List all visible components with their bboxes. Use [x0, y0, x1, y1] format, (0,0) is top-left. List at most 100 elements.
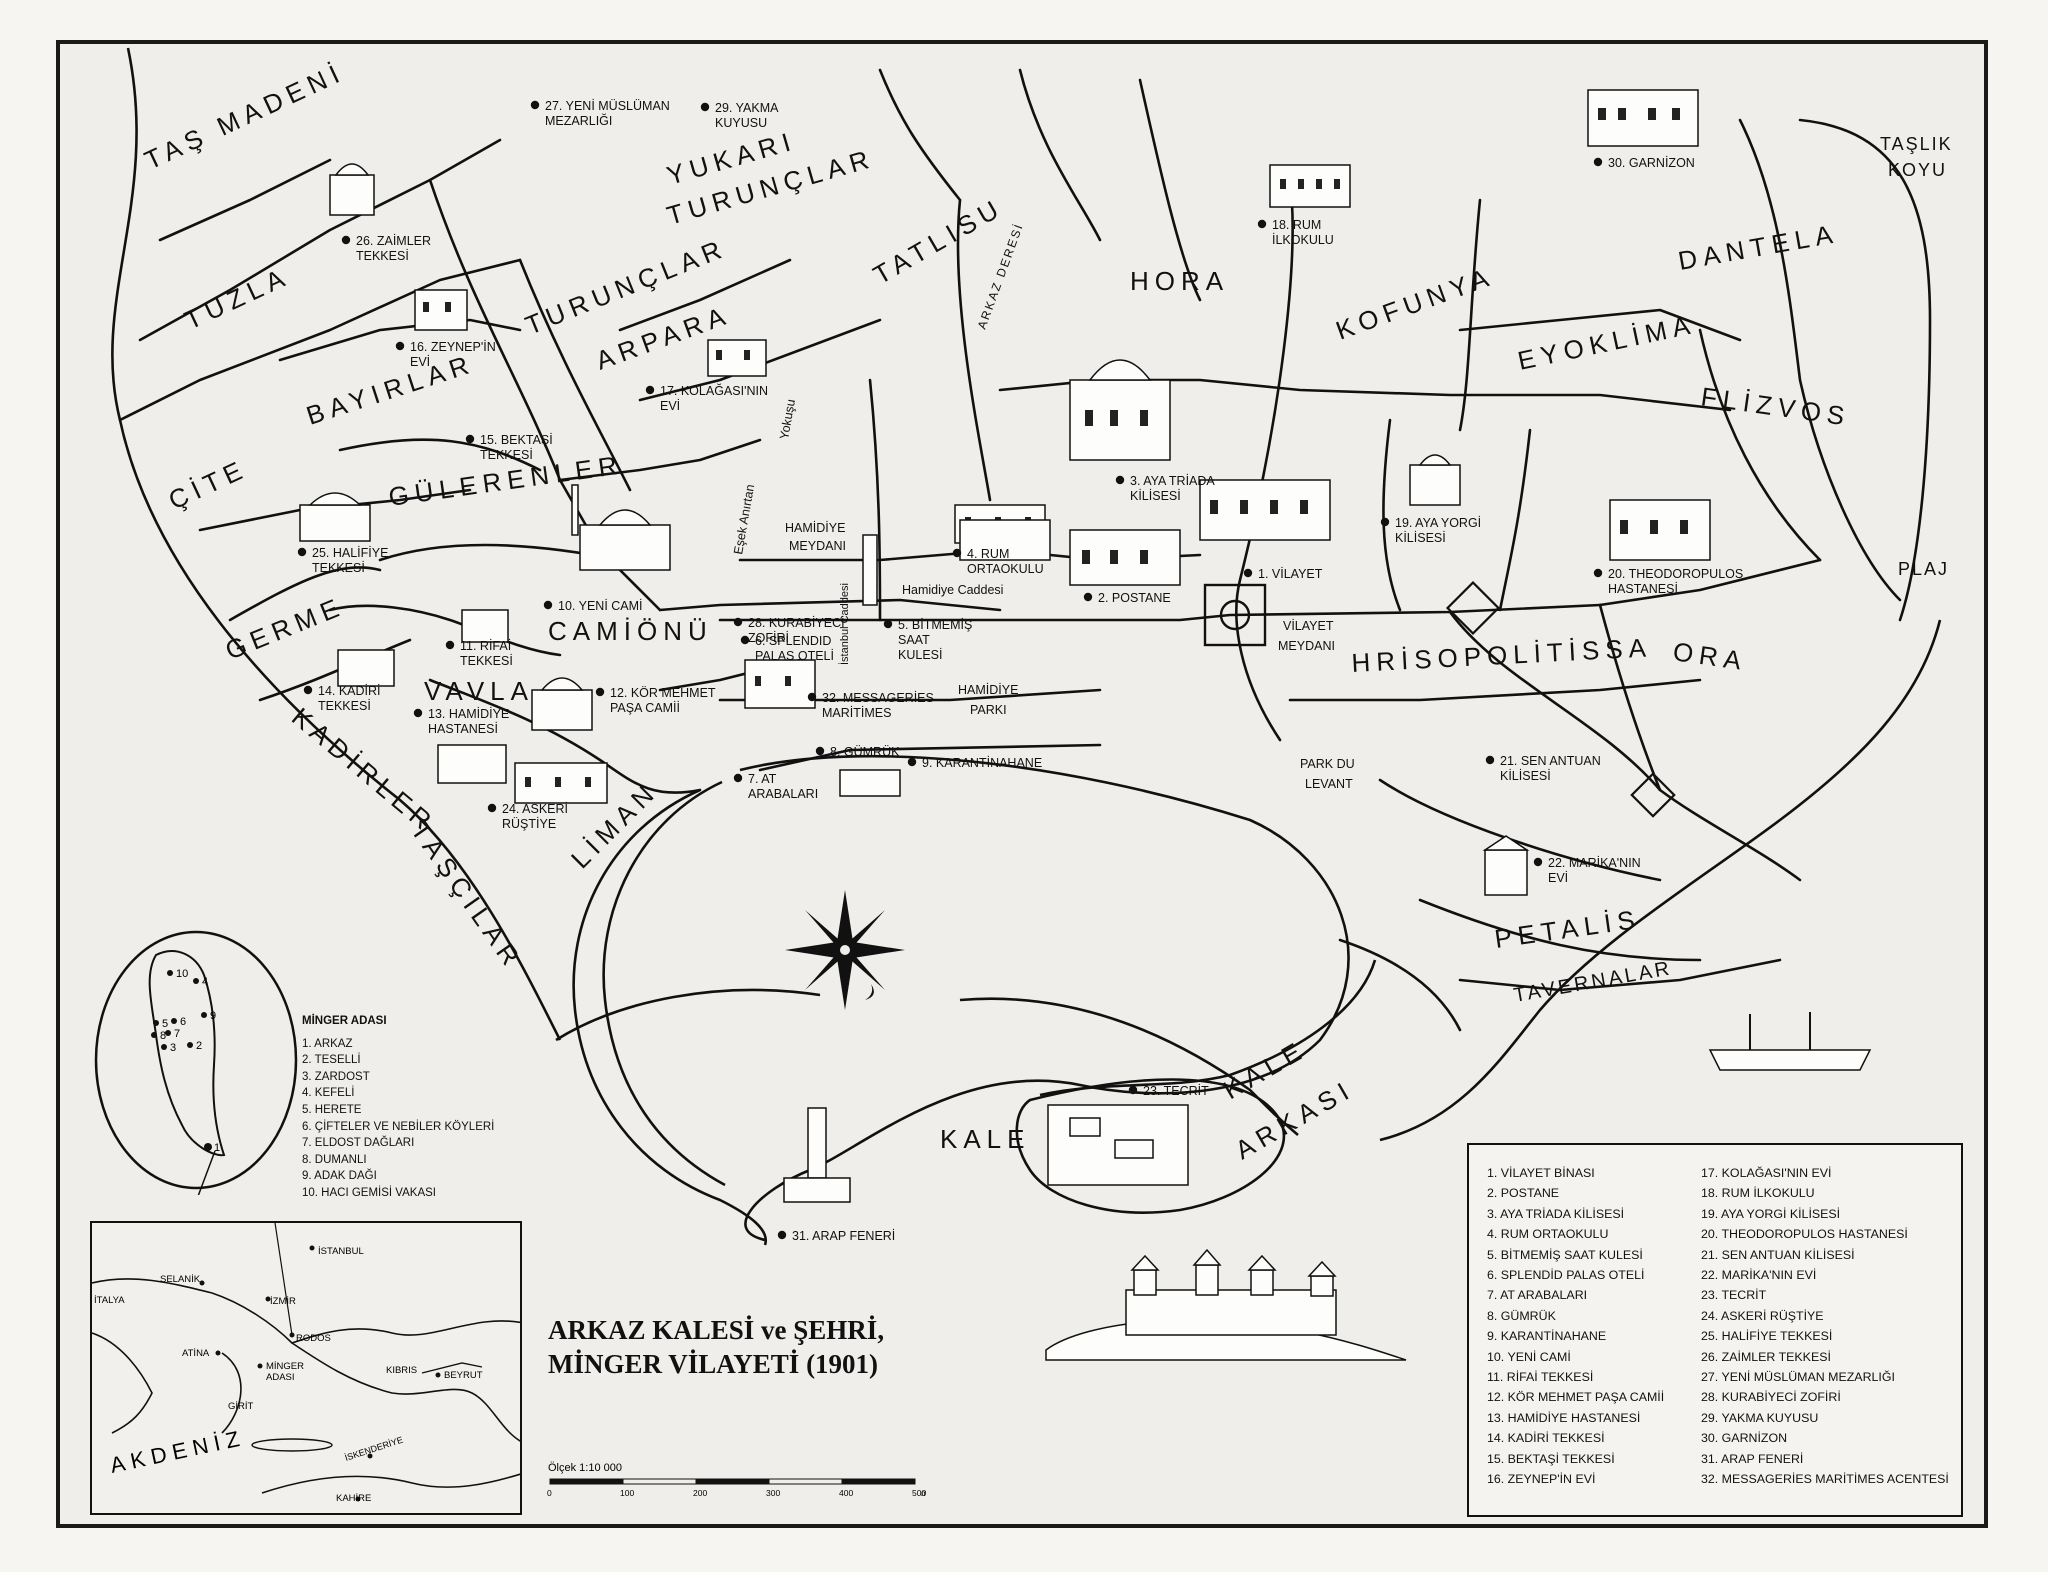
- place-label: PALAS OTELİ: [755, 649, 834, 663]
- legend-item: 17. KOLAĞASI'NIN EVİ: [1701, 1166, 1832, 1180]
- island-point-dot: [171, 1018, 177, 1024]
- place-marker-dot: [700, 102, 710, 112]
- legend-item: 18. RUM İLKOKULU: [1701, 1186, 1815, 1201]
- roads: [118, 68, 1932, 1032]
- legend-item: 20. THEODOROPULOS HASTANESİ: [1701, 1227, 1908, 1242]
- place-label: ZOFİRİ: [748, 631, 789, 645]
- place-marker-dot: [595, 687, 605, 697]
- place-label: 4. RUM: [967, 547, 1009, 561]
- place-marker-dot: [543, 600, 553, 610]
- district-kale: KALE: [940, 1124, 1031, 1154]
- island-legend-item: 7. ELDOST DAĞLARI: [302, 1137, 415, 1150]
- coastline: [111, 47, 1942, 1142]
- place-label: 1. VİLAYET: [1258, 567, 1323, 581]
- place-label: 2. POSTANE: [1098, 591, 1171, 605]
- legend-item: 12. KÖR MEHMET PAŞA CAMİİ: [1487, 1390, 1665, 1405]
- map-title-line-1: ARKAZ KALESİ ve ŞEHRİ,: [548, 1315, 885, 1345]
- island-point-number: 6: [180, 1016, 186, 1028]
- street-istanbul-caddesi: İstanbul Caddesi: [838, 583, 851, 665]
- island-point-dot: [187, 1042, 193, 1048]
- regional-map: İSTANBUL SELANİK İTALYA ATİNA İZMİR RODO…: [92, 1223, 520, 1504]
- buildings: [299, 89, 1872, 1361]
- place-label: EVİ: [660, 399, 680, 413]
- district-ora: ORA: [1671, 636, 1749, 676]
- island-point-number: 7: [174, 1028, 180, 1040]
- island-legend-item: 3. ZARDOST: [302, 1070, 370, 1083]
- inset-izmir: İZMİR: [270, 1296, 296, 1307]
- place-marker-dot: [1485, 755, 1495, 765]
- district-tavernalar: TAVERNALAR: [1512, 957, 1674, 1007]
- island-legend-item: 1. ARKAZ: [302, 1037, 353, 1050]
- place-marker-dot: [530, 100, 540, 110]
- place-label: 22. MARİKA'NIN: [1548, 856, 1641, 870]
- district-tas-madeni: TAŞ MADENİ: [140, 57, 349, 176]
- scale-tick-label: 100: [620, 1488, 634, 1498]
- square-hamidiye-2: MEYDANI: [789, 539, 846, 553]
- park-hamidiye-2: PARKI: [970, 703, 1007, 717]
- district-eyoklima: EYOKLİMA: [1515, 309, 1698, 376]
- island-legend-item: 6. ÇİFTELER VE NEBİLER KÖYLERİ: [302, 1120, 495, 1133]
- district-hrisopolitissa: HRİSOPOLİTİSSA: [1351, 632, 1653, 678]
- place-label: 14. KADİRİ: [318, 684, 381, 698]
- place-label: 32. MESSAGERİES: [822, 691, 934, 705]
- place-label: KİLİSESİ: [1395, 531, 1446, 545]
- legend-item: 10. YENİ CAMİ: [1487, 1349, 1571, 1364]
- district-vavla: VAVLA: [424, 676, 534, 706]
- legend-item: 3. AYA TRİADA KİLİSESİ: [1487, 1206, 1625, 1221]
- place-label: TEKKESİ: [312, 561, 365, 575]
- legend-item: 5. BİTMEMİŞ SAAT KULESİ: [1487, 1247, 1643, 1262]
- legend-item: 24. ASKERİ RÜŞTİYE: [1701, 1308, 1824, 1323]
- island-point-number: 9: [210, 1010, 216, 1022]
- place-label: 29. YAKMA: [715, 101, 779, 115]
- place-label: 3. AYA TRİADA: [1130, 474, 1215, 488]
- place-marker-dot: [952, 548, 962, 558]
- legend-item: 2. POSTANE: [1487, 1186, 1560, 1201]
- legend-item: 9. KARANTİNAHANE: [1487, 1329, 1607, 1344]
- legend-item: 7. AT ARABALARI: [1487, 1288, 1588, 1303]
- square-vilayet-1: VİLAYET: [1283, 619, 1334, 633]
- place-marker-dot: [645, 385, 655, 395]
- legend-item: 8. GÜMRÜK: [1487, 1308, 1556, 1323]
- place-marker-dot: [1593, 568, 1603, 578]
- place-label: KULESİ: [898, 648, 942, 662]
- compass-rose: [785, 890, 905, 1010]
- square-vilayet-2: MEYDANI: [1278, 639, 1335, 653]
- island-point-number: 5: [162, 1018, 168, 1030]
- island-legend-heading: MİNGER ADASI: [302, 1015, 387, 1027]
- district-taslik: TAŞLIK: [1880, 134, 1953, 154]
- district-camionu: CAMİÖNÜ: [548, 616, 713, 646]
- place-label: MARİTİMES: [822, 706, 891, 720]
- scale-label: Ölçek 1:10 000: [548, 1462, 622, 1474]
- district-tuzla: TUZLA: [180, 261, 294, 336]
- island-point-dot: [167, 970, 173, 976]
- island-legend-item: 2. TESELLİ: [302, 1054, 361, 1067]
- district-cite: ÇİTE: [164, 453, 252, 515]
- scale-segment: [622, 1478, 697, 1485]
- place-label: 8. GÜMRÜK: [830, 745, 900, 759]
- legend-item: 15. BEKTAŞİ TEKKESİ: [1487, 1451, 1615, 1466]
- inset-kibris: KIBRIS: [386, 1365, 417, 1376]
- district-hora: HORA: [1130, 266, 1229, 296]
- island-point-dot: [165, 1030, 171, 1036]
- scale-segment: [695, 1478, 770, 1485]
- place-label: SAAT: [898, 633, 930, 647]
- legend-item: 21. SEN ANTUAN KİLİSESİ: [1701, 1247, 1855, 1262]
- place-label: RÜŞTİYE: [502, 817, 556, 831]
- place-marker-dot: [465, 434, 475, 444]
- district-plaj: PLAJ: [1898, 559, 1949, 579]
- legend-item: 32. MESSAGERİES MARİTİMES ACENTESİ: [1701, 1472, 1949, 1487]
- legend-item: 16. ZEYNEP'İN EVİ: [1487, 1472, 1596, 1487]
- square-hamidiye-1: HAMİDİYE: [785, 521, 845, 535]
- district-kadirler: KADİRLER: [286, 702, 442, 839]
- island-point-dot: [193, 978, 199, 984]
- legend-item: 27. YENİ MÜSLÜMAN MEZARLIĞI: [1701, 1370, 1895, 1385]
- place-label: 11. RİFAİ: [460, 639, 511, 653]
- place-marker-dot: [733, 617, 743, 627]
- place-marker-dot: [733, 773, 743, 783]
- island-point-number: 2: [196, 1040, 202, 1052]
- squares: [1203, 580, 1676, 818]
- legend-item: 26. ZAİMLER TEKKESİ: [1701, 1349, 1831, 1364]
- place-marker-dot: [395, 341, 405, 351]
